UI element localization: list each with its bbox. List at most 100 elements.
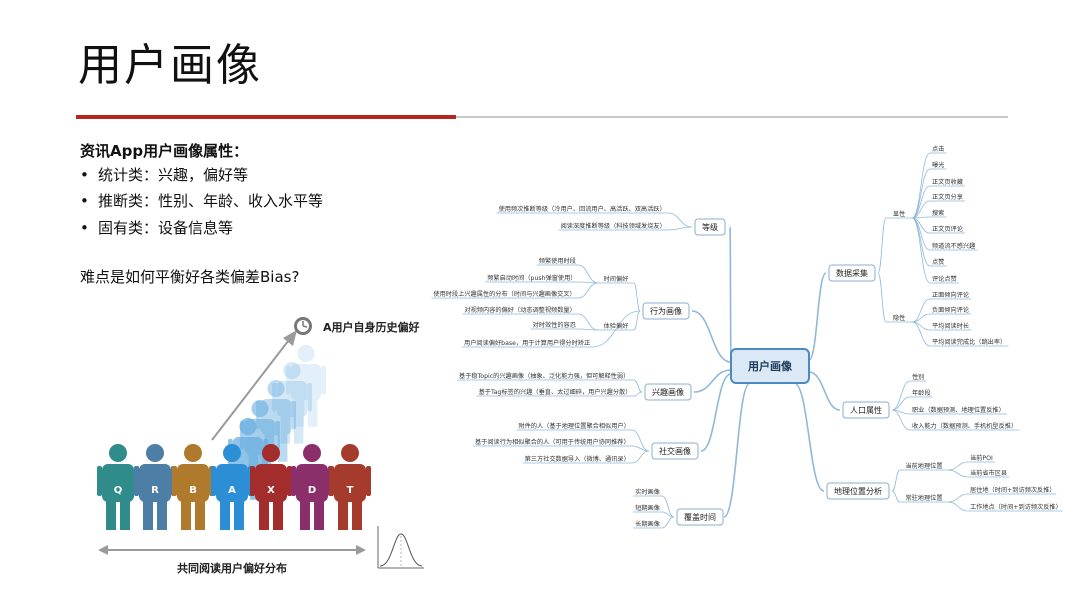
connector: [911, 298, 931, 323]
connector: [631, 445, 650, 452]
mindmap-leaf: 对时效性的容忍: [533, 321, 576, 329]
connector: [947, 493, 969, 503]
mindmap-leaf: 使用时段上兴趣属性的分布（时间与兴趣画像交叉）: [433, 290, 575, 298]
distribution-arrow-right: [356, 545, 366, 555]
mindmap-leaf: 频繁使用时段: [539, 257, 576, 265]
figure-letter: A: [228, 485, 236, 496]
connector: [891, 380, 911, 411]
connector: [691, 310, 732, 363]
mindmap-branch: 人口属性: [842, 401, 890, 419]
connector: [947, 461, 969, 471]
mindmap-leaf: 基于阅读行为相似聚合的人（可用于传统用户协同推荐）: [475, 438, 630, 446]
mindmap-leaf: 频繁启动时间（push弹窗使用）: [487, 274, 576, 282]
connector: [891, 396, 911, 411]
svg-text:等级: 等级: [702, 222, 718, 232]
ghost-figure: [286, 345, 326, 427]
mindmap-leaf: 正文页评论: [932, 225, 964, 233]
mindmap-leaf: 当前POI: [970, 454, 993, 462]
mindmap-leaf: 平均阅读完成比（跳出率）: [932, 338, 1006, 346]
connector: [633, 391, 643, 397]
connector: [577, 264, 599, 284]
mindmap-leaf: 对视频内容的偏好（动态调整视频数量）: [464, 306, 575, 314]
svg-text:用户画像: 用户画像: [748, 359, 793, 373]
connector: [911, 313, 931, 323]
mindmap-branch: 兴趣画像: [644, 383, 692, 401]
connector: [877, 217, 887, 274]
user-figure: T: [329, 444, 371, 530]
connector: [661, 495, 675, 518]
mindmap-leaf: 居住地（时间+到访频次反推）: [970, 486, 1056, 494]
history-label: A用户自身历史偏好: [323, 320, 420, 334]
mindmap-leaf: 职业（数据预测、地理位置反推）: [912, 406, 1005, 414]
user-figure: Q: [97, 444, 139, 530]
mindmap-leaf: 搜索: [932, 209, 944, 217]
figure-letter: T: [347, 485, 354, 496]
mindmap-leaf: 用户阅读偏好base，用于计算用户得分时矫正: [464, 339, 590, 347]
connector: [911, 152, 931, 219]
mindmap-root: 用户画像: [730, 348, 810, 384]
connector: [947, 469, 969, 478]
mindmap-leaf: 平均阅读时长: [932, 322, 969, 330]
page-title: 用户画像: [78, 40, 262, 91]
connector: [877, 272, 887, 323]
user-figure: B: [172, 444, 214, 530]
connector: [911, 185, 931, 219]
connector: [700, 373, 732, 452]
mindmap-leaf: 第三方社交数据导入（微博、通讯录）: [525, 455, 630, 463]
clock-icon: [294, 317, 312, 335]
connector: [891, 469, 901, 492]
svg-text:数据采集: 数据采集: [836, 268, 868, 278]
mindmap-leaf: 实时画像: [635, 488, 660, 496]
mindmap-leaf: 基于Tag标签的兴趣（垂直、太过细碎，用户兴趣分散）: [479, 388, 632, 396]
connector: [633, 310, 641, 331]
mindmap-leaf: 负面倾向评论: [932, 306, 970, 314]
svg-text:行为画像: 行为画像: [650, 306, 682, 316]
svg-text:覆盖时间: 覆盖时间: [684, 512, 716, 522]
mindmap-leaf: 性别: [912, 373, 924, 381]
connector: [633, 379, 643, 393]
svg-text:社交画像: 社交画像: [659, 446, 691, 456]
connector: [577, 282, 599, 299]
connector: [911, 217, 931, 284]
mindmap-branch: 地理位置分析: [826, 482, 890, 500]
svg-text:兴趣画像: 兴趣画像: [652, 387, 684, 397]
mindmap-nodes: 用户画像 等级 使用频次推断等级（冷用户、回流用户、高活跃、双高活跃） 阅读深度推断等…: [433, 145, 1061, 528]
bullet-item: •统计类：兴趣，偏好等: [80, 166, 249, 184]
bell-curve-icon: [377, 526, 424, 569]
connector: [947, 501, 969, 512]
ghost-figure: [272, 362, 312, 444]
mindmap-leaf: 短期画像: [635, 504, 660, 512]
bullet-text: 推断类：性别、年龄、收入水平等: [98, 192, 324, 210]
connector: [808, 371, 841, 411]
mindmap-branch: 社交画像: [651, 442, 699, 460]
connector: [661, 516, 675, 529]
history-arrow-head: [283, 330, 297, 346]
svg-text:人口属性: 人口属性: [850, 405, 882, 415]
mindmap-leaf: 正文页收藏: [932, 178, 963, 186]
mindmap-leaf: 阅读深度推断等级（科技领域发烧友）: [561, 222, 666, 230]
mindmap-branch: 数据采集: [828, 264, 876, 282]
history-arrow: [211, 335, 293, 441]
connector: [729, 226, 732, 361]
connector: [667, 226, 693, 231]
mindmap-leaf: 基于稳Topic的兴趣画像（抽象、泛化能力强，但可解释性弱）: [459, 372, 629, 380]
connector: [891, 409, 911, 431]
connector: [911, 321, 931, 347]
distribution-arrow-left: [98, 545, 108, 555]
difficulty-text: 难点是如何平衡好各类偏差Bias?: [80, 268, 300, 286]
title-underline-accent: [76, 115, 456, 119]
svg-text:地理位置分析: 地理位置分析: [834, 486, 882, 496]
connector: [891, 490, 901, 503]
mindmap-leaf: 年龄段: [912, 389, 931, 397]
connector: [591, 310, 641, 348]
mindmap-connectors: [431, 152, 1063, 529]
connector: [631, 450, 650, 464]
mindmap-leaf: 正面倾向评论: [932, 291, 970, 299]
mindmap-leaf: 附件的人（基于地理位置聚合相似用户）: [518, 422, 629, 430]
mindmap-leaf: 使用频次推断等级（冷用户、回流用户、高活跃、双高活跃）: [499, 205, 666, 213]
connector: [911, 168, 931, 219]
connector: [631, 429, 650, 452]
connector: [577, 313, 599, 331]
